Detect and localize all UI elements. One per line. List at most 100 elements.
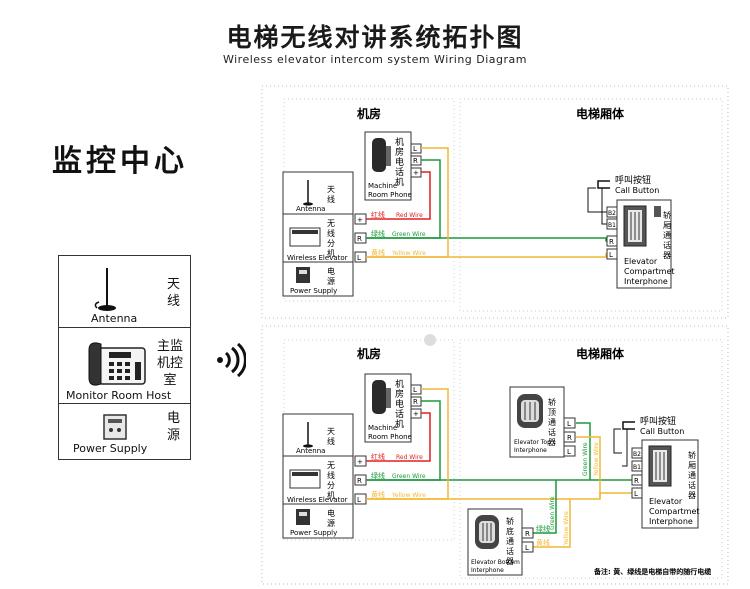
s1-red-cn: 红线 <box>371 210 385 219</box>
s1-phone-cn-4: 话 <box>395 166 404 178</box>
telephone-host-icon <box>88 342 146 386</box>
s2-yellow-en: Yellow Wire <box>391 492 426 499</box>
s2-top-en1: Elevator Top <box>514 439 551 446</box>
diagram-title: 电梯无线对讲系统拓扑图 <box>226 23 524 52</box>
s2-car-terminal-l-label: L <box>634 490 638 498</box>
s1-call-en: Call Button <box>615 186 659 195</box>
s1-car-en2: Compartmet <box>624 267 675 276</box>
s1-car-terminal-b1-label: B1 <box>608 222 616 229</box>
s1-car-label: 电梯厢体 <box>576 106 625 121</box>
s2-top-en2: Interphone <box>514 447 547 454</box>
s2-phone-cn-2: 房 <box>395 388 404 400</box>
s2-car-interphone: 轿 厢 通 话 器 Elevator Compartmet Interphone <box>641 439 700 529</box>
monitor-center-title: 监控中心 <box>52 144 188 179</box>
s2-machine-room-label: 机房 <box>357 346 381 361</box>
s2-car-en1: Elevator <box>649 497 683 506</box>
s2-car-terminal-b1 <box>631 460 643 472</box>
s2-bot-cn-4: 话 <box>506 546 514 556</box>
s2-elev-en: Wireless Elevator <box>287 496 348 504</box>
s2-top-yellow-label: Yellow Wire <box>593 442 600 477</box>
s1-green-en: Green Wire <box>392 231 426 238</box>
s2-bot-terminal-r-label: R <box>525 530 530 538</box>
s1-call-cn: 呼叫按钮 <box>615 174 651 186</box>
s2-antenna-en: Antenna <box>296 447 325 455</box>
s1-phone-terminal-r-label: R <box>413 157 418 165</box>
s2-power-cn-1: 电 <box>327 508 335 518</box>
s2-red-wire <box>366 412 431 462</box>
monitor-host-en-label: Monitor Room Host <box>66 389 172 402</box>
antenna-en-label: Antenna <box>91 312 138 325</box>
s2-car-terminal-l <box>631 487 643 499</box>
section1-frame <box>261 85 729 319</box>
s2-call-cn: 呼叫按钮 <box>640 415 676 427</box>
s1-phone-cn-5: 机 <box>395 176 404 188</box>
s1-red-wire <box>366 171 431 220</box>
s1-antenna-en: Antenna <box>296 205 325 213</box>
s2-top-cn-2: 顶 <box>548 408 556 417</box>
s2-car-terminal-r-label: R <box>634 477 639 485</box>
s2-wireless-unit: 天 线 Antenna 无 线 分 机 Wireless Elevator 电 … <box>282 413 354 539</box>
s2-car-terminal-b2-label: B2 <box>633 451 641 458</box>
s1-elev-en: Wireless Elevator <box>287 254 348 262</box>
s1-call-wire-b1 <box>601 188 607 225</box>
s2-car-en2: Compartmet <box>649 507 700 516</box>
s2-bottom-green-wire <box>532 480 557 534</box>
s2-top-cn-4: 话 <box>548 427 556 437</box>
s1-car-en3: Interphone <box>624 277 668 286</box>
s2-phone-terminal-l-label: L <box>413 386 417 394</box>
s2-bot-cn-3: 通 <box>506 536 514 546</box>
s2-antenna-cn-2: 线 <box>327 436 335 446</box>
s1-phone-en1: Machine <box>368 182 397 190</box>
s1-phone-cn-3: 电 <box>395 156 404 168</box>
s2-car-cn-2: 厢 <box>688 461 696 470</box>
s1-machine-room-phone: 机 房 电 话 机 Machine Room Phone <box>364 131 412 201</box>
s2-top-terminal-r <box>563 431 576 443</box>
diagram-subtitle: Wireless elevator intercom system Wiring… <box>222 53 528 66</box>
s2-bot-terminal-l <box>521 541 534 553</box>
antenna-icon <box>94 268 116 311</box>
s2-red-cn: 红线 <box>371 452 385 461</box>
s2-bot-cn-1: 轿 <box>506 516 514 526</box>
s2-top-green-label: Green Wire <box>582 442 589 476</box>
s2-top-cn-5: 器 <box>548 438 556 447</box>
s2-bottom-interphone: 轿 底 通 话 器 Elevator Bottom Interphone <box>467 508 523 576</box>
s1-power-cn-2: 源 <box>327 277 335 286</box>
s2-power-cn-2: 源 <box>327 519 335 528</box>
s2-unit-terminal-plus-label: + <box>357 458 363 466</box>
s2-top-terminal-l-label: L <box>567 420 571 428</box>
s1-car-terminal-l <box>606 248 618 260</box>
s2-machine-room-phone: 机 房 电 话 机 Machine Room Phone <box>364 373 412 443</box>
s1-elev-cn-2: 线 <box>327 228 335 238</box>
s1-car-interphone: 轿 厢 通 话 器 Elevator Compartmet Interphone <box>616 199 675 289</box>
s2-car-cn-5: 器 <box>688 491 696 500</box>
s2-red-en: Red Wire <box>396 454 423 461</box>
s2-bot-en1: Elevator Bottom <box>471 559 520 566</box>
s1-antenna-cn-1: 天 <box>327 185 335 194</box>
s2-bottom-green-vlabel: Green Wire <box>549 496 556 530</box>
s1-elev-cn-3: 分 <box>327 239 335 248</box>
s2-elev-cn-4: 机 <box>327 490 335 500</box>
antenna-cn-label: 天线 <box>167 277 181 309</box>
footnote: 备注: 黄、绿线是电梯自带的随行电缆 <box>593 567 711 576</box>
s2-call-button-icon <box>622 421 635 430</box>
s2-top-cn-3: 通 <box>548 417 556 427</box>
s1-yellow-en: Yellow Wire <box>391 250 426 257</box>
s2-bot-terminal-r <box>521 527 534 539</box>
s2-top-green-wire <box>576 422 591 480</box>
monitor-host-cn-label: 主监机控室 <box>156 339 183 388</box>
s2-top-yellow-wire <box>576 436 601 499</box>
s2-bot-cn-5: 器 <box>506 557 514 566</box>
s1-car-terminal-l-label: L <box>609 251 613 259</box>
s2-phone-en2: Room Phone <box>368 433 412 441</box>
s2-car-terminal-b2 <box>631 447 643 459</box>
s2-top-interphone: 轿 顶 通 话 器 Elevator Top Interphone <box>509 386 565 458</box>
s2-top-terminal-l2 <box>563 445 576 457</box>
s2-car-terminal-r <box>631 474 643 486</box>
s1-elev-cn-1: 无 <box>327 219 335 228</box>
s2-phone-cn-5: 机 <box>395 418 404 430</box>
s2-car-en3: Interphone <box>649 517 693 526</box>
monitor-antenna-panel: 天线 Antenna <box>58 255 191 329</box>
s1-phone-terminal-plus-label: + <box>413 169 419 177</box>
s1-phone-terminal-l-label: L <box>413 145 417 153</box>
s1-power-en: Power Supply <box>290 287 337 295</box>
